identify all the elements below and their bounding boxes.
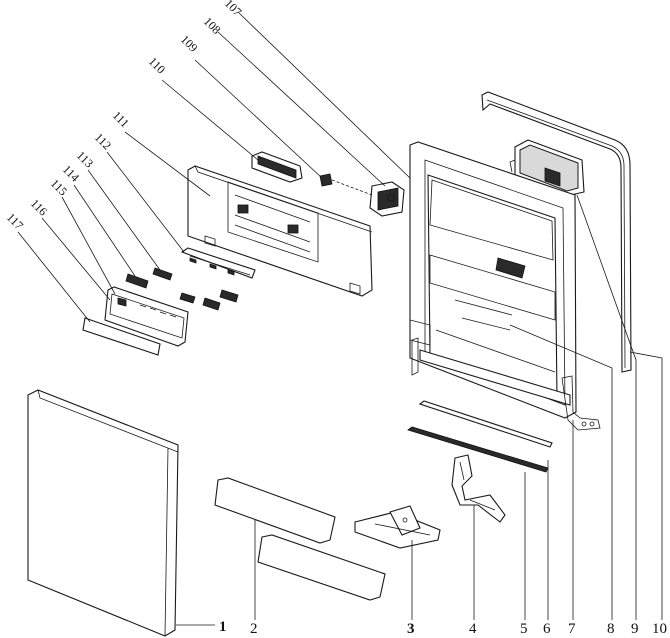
door-gasket-frame (481, 91, 632, 373)
insulation-pad-lower (257, 534, 386, 601)
door-lock-module (369, 181, 405, 217)
callout-3: 3 (407, 621, 415, 637)
callout-117: 117 (4, 210, 26, 232)
display-board (180, 247, 256, 279)
callout-110: 110 (146, 54, 168, 76)
callout-8: 8 (607, 621, 615, 637)
callout-1: 1 (219, 619, 227, 635)
callout-2: 2 (250, 621, 258, 637)
callout-109: 109 (178, 32, 201, 55)
upper-seal-strip (418, 400, 553, 448)
callout-107: 107 (222, 0, 245, 19)
panel-label-strip (82, 317, 161, 356)
leader-lines-bottom (176, 194, 663, 626)
outer-door-panel (27, 389, 179, 637)
small-connector (319, 173, 373, 196)
callout-116: 116 (28, 196, 50, 218)
cable-harness (451, 454, 506, 523)
callout-111: 111 (110, 108, 132, 130)
handle-switch (251, 151, 303, 183)
leader-lines-top (17, 11, 411, 323)
button-set-lower (179, 289, 239, 311)
callout-6: 6 (543, 621, 551, 637)
button-set-upper (125, 267, 173, 289)
callout-labels-bottom: 1 2 3 4 5 6 7 8 9 10 (219, 619, 667, 637)
bottom-seal-strip (407, 426, 549, 473)
callout-9: 9 (631, 621, 639, 637)
insulation-pad-upper (214, 477, 336, 544)
control-panel-housing (187, 165, 373, 297)
callout-115: 115 (48, 176, 70, 198)
callout-113: 113 (74, 148, 96, 170)
inner-door-panel (409, 141, 601, 431)
callout-10: 10 (652, 621, 667, 637)
callout-112: 112 (92, 130, 114, 152)
callout-7: 7 (568, 621, 576, 637)
callout-5: 5 (520, 621, 528, 637)
callout-4: 4 (469, 621, 477, 637)
control-panel-strip (104, 286, 189, 347)
hinge-bracket (354, 505, 441, 549)
